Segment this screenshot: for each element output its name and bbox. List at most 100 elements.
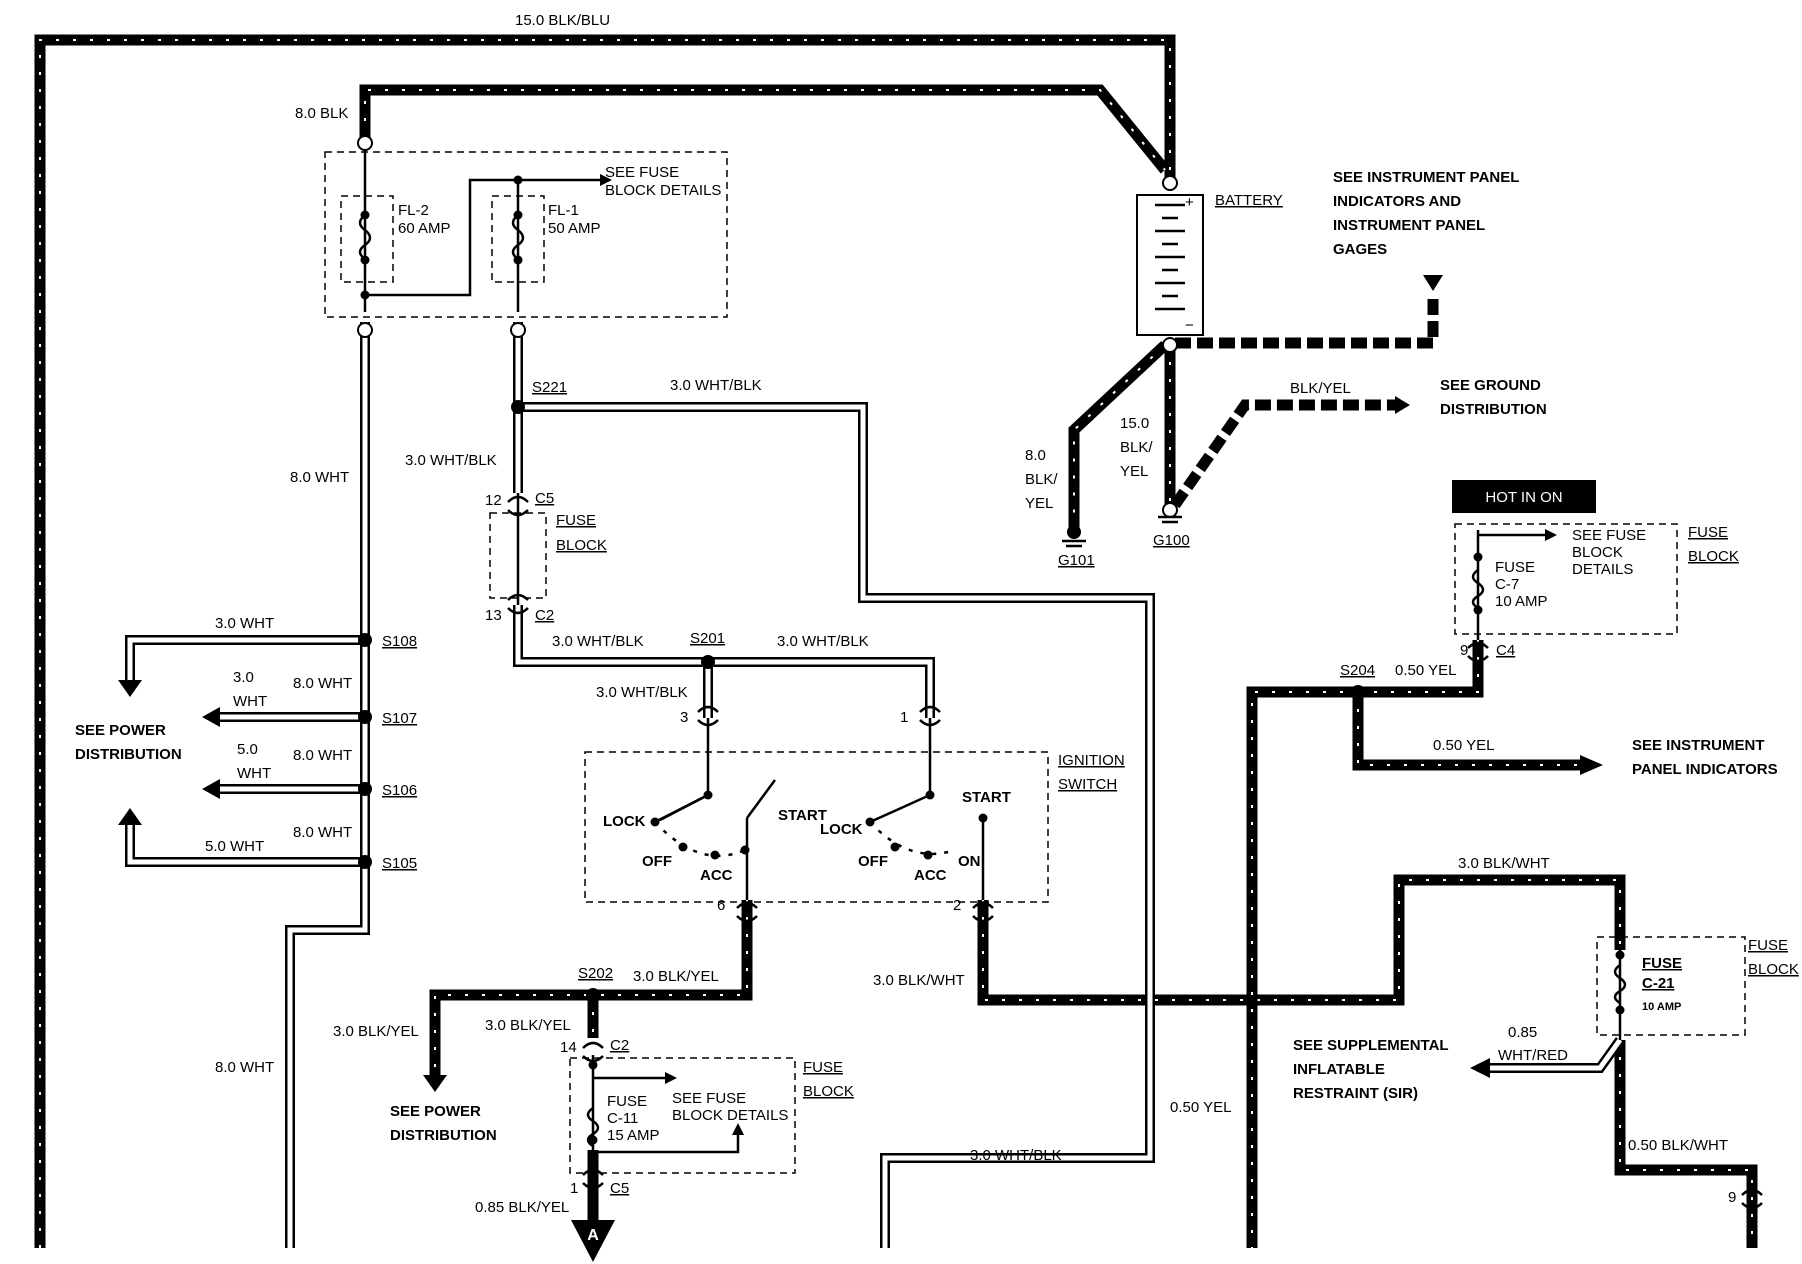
fuse-c7-box [1454,523,1678,635]
label-fl2-name: FL-2 [398,202,429,219]
label-c11-see-a: SEE FUSE [672,1090,746,1107]
arrow-see-fuse-icon [600,174,612,186]
svg-text:−: − [1185,317,1194,334]
switch-position-labels: LOCK OFF ACC START LOCK OFF ACC ON START [603,789,1011,884]
ground-wires [1170,295,1439,509]
label-s202-down: 3.0 BLK/YEL [485,1017,571,1034]
label-s108-branch: 3.0 WHT [215,615,274,632]
label-g101-c: YEL [1025,495,1053,512]
label-c7-see-c: DETAILS [1572,561,1633,578]
label-c2-lower: C2 [610,1037,629,1054]
battery-icon [1136,194,1204,336]
wire-g101 [1068,340,1169,530]
label-s221-down: 3.0 WHT/BLK [405,452,497,469]
label-ground-dist-1: SEE GROUND [1440,377,1541,394]
wire-labels: 15.0 BLK/BLU 8.0 BLK 8.0 WHT 8.0 WHT 3.0… [205,12,1728,1216]
label-g100-b: BLK/ [1120,439,1153,456]
label-fuse-block-c11-b: BLOCK [803,1083,854,1100]
white-wires [125,322,1625,1248]
label-s204: S204 [1340,662,1375,679]
label-s106-trunk: 8.0 WHT [293,747,352,764]
label-c11-rating: 15 AMP [607,1127,660,1144]
label-to-c21: 3.0 BLK/WHT [1458,855,1550,872]
label-c2-lower-pin: 14 [560,1039,577,1056]
label-left-bottom: 8.0 WHT [215,1059,274,1076]
label-sir-a: 0.85 [1508,1024,1537,1041]
label-power-dist-left-2: DISTRIBUTION [75,746,182,763]
label-start-2: START [962,789,1011,806]
connector-a-icon [571,1220,615,1262]
splice-s202 [586,988,600,1002]
label-lock-1: LOCK [603,813,646,830]
label-power-dist-left-1: SEE POWER [75,722,166,739]
arrow-down-s108-icon [118,680,142,697]
id-labels: S221 S201 S202 S204 S108 S107 S106 S105 … [382,379,1736,1206]
ignition-switch-box [584,751,1049,903]
label-main-feed: 15.0 BLK/BLU [515,12,610,29]
label-c7-see-b: BLOCK [1572,544,1623,561]
fuse-c7-icon [1471,568,1485,610]
label-ip-indicators-1: SEE INSTRUMENT PANEL [1333,169,1519,186]
fuse-fl1-icon [511,214,525,261]
label-c7-name: FUSE [1495,559,1535,576]
label-ip-ind-right-2: PANEL INDICATORS [1632,761,1778,778]
label-sw-right-pin: 1 [900,709,908,726]
label-g100: G100 [1153,532,1190,549]
label-fl1-name: FL-1 [548,202,579,219]
connector-symbols [507,495,1763,1210]
label-s202-left: 3.0 BLK/YEL [333,1023,419,1040]
arrow-ip-gages-icon [1423,275,1443,291]
label-s201-left: 3.0 WHT/BLK [552,633,644,650]
label-s106-b: WHT [237,765,271,782]
label-yel-vertical: 0.50 YEL [1170,1099,1231,1116]
ground-symbols [1062,515,1182,548]
wire-15-blk-blu [34,34,1176,1248]
label-c7-id: C-7 [1495,576,1519,593]
label-on-2: ON [958,853,981,870]
wire-0-50-yel [1246,640,1484,1248]
label-c2-top: C2 [535,607,554,624]
component-labels: FL-2 60 AMP FL-1 50 AMP SEE FUSE BLOCK D… [398,164,1799,1144]
label-see-fuse-1: SEE FUSE [605,164,679,181]
label-s221-top: 3.0 WHT/BLK [670,377,762,394]
splice-s105 [358,855,372,869]
label-g100-a: 15.0 [1120,415,1149,432]
label-lock-2: LOCK [820,821,863,838]
fuse-c21-box [1596,936,1746,1036]
fl2-inner-box [340,195,394,283]
label-battery: BATTERY [1215,192,1283,209]
label-sw-left-pin: 3 [680,709,688,726]
label-power-dist-bottom-2: DISTRIBUTION [390,1127,497,1144]
wire-3-blk-wht [977,874,1626,1006]
component-boxes [324,151,1746,1174]
label-ip-indicators-4: GAGES [1333,241,1387,258]
label-see-fuse-2: BLOCK DETAILS [605,182,721,199]
label-s202-right: 3.0 BLK/YEL [633,968,719,985]
fuse-fl2-icon [358,214,372,261]
label-sir-2: INFLATABLE [1293,1061,1385,1078]
connector-a-label: A [587,1227,599,1244]
wire-8-blk [359,84,1170,174]
label-fuse-block-c5-b: BLOCK [556,537,607,554]
label-start-1: START [778,807,827,824]
hot-in-on-label: HOT IN ON [1485,489,1562,506]
arrow-c7-see-fuse-icon [1545,529,1557,541]
arrow-left-sir-icon [1470,1058,1490,1078]
wire-s202 [429,900,753,1075]
label-s107-b: WHT [233,693,267,710]
label-acc-2: ACC [914,867,947,884]
label-off-1: OFF [642,853,672,870]
svg-text:+: + [1185,194,1194,211]
label-power-dist-bottom-1: SEE POWER [390,1103,481,1120]
label-ign-out: 3.0 BLK/WHT [873,972,965,989]
label-ip-indicators-3: INSTRUMENT PANEL [1333,217,1485,234]
label-c21-out-pin: 9 [1728,1189,1736,1206]
label-ignition-a: IGNITION [1058,752,1125,769]
label-acc-1: ACC [700,867,733,884]
label-ground-dist-2: DISTRIBUTION [1440,401,1547,418]
label-fl2-rating: 60 AMP [398,220,451,237]
label-c5-lower-pin: 1 [570,1180,578,1197]
label-c7-see-a: SEE FUSE [1572,527,1646,544]
label-ignition-b: SWITCH [1058,776,1117,793]
label-ip-ind-right-1: SEE INSTRUMENT [1632,737,1765,754]
